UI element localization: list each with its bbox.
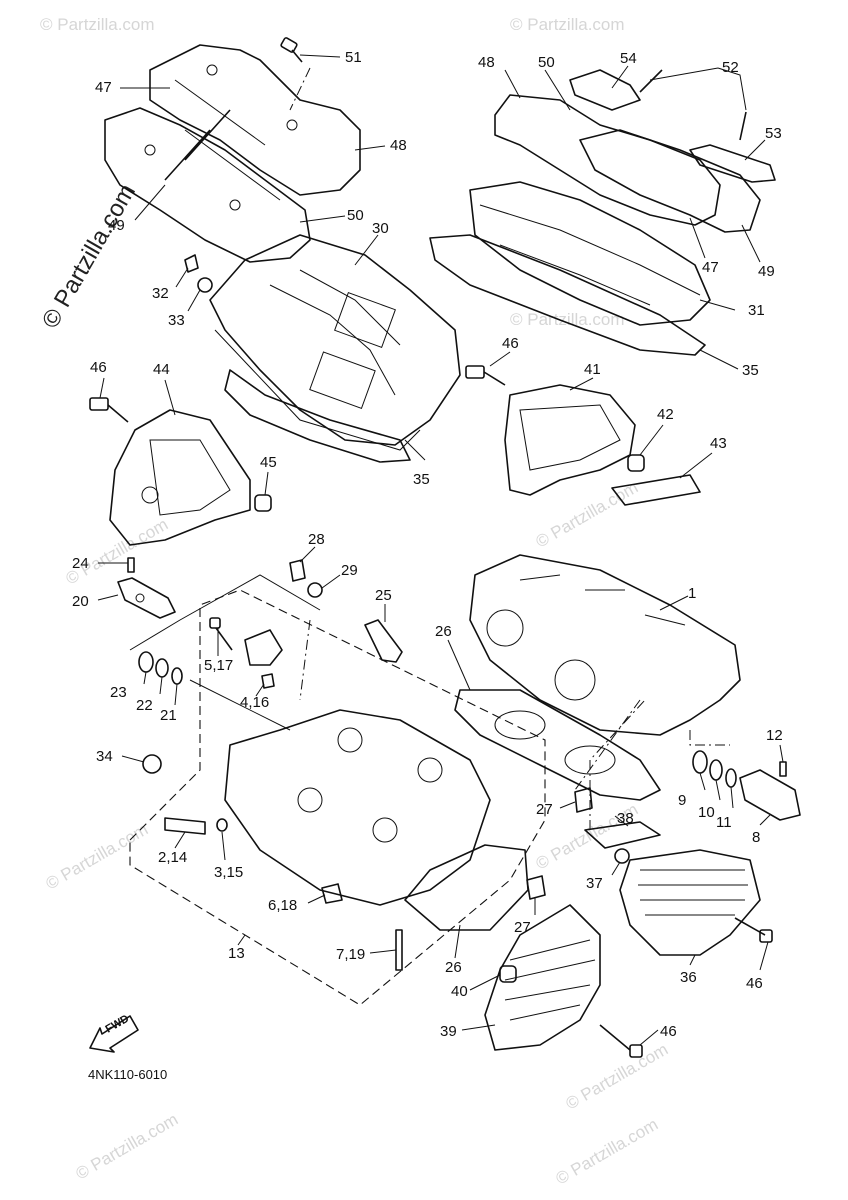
- part-orings-21-23: [138, 651, 183, 685]
- callout: 38: [617, 810, 634, 827]
- callout: 11: [716, 814, 732, 831]
- callout: 9: [678, 792, 686, 809]
- callout: 29: [341, 562, 358, 579]
- callout: 48: [478, 54, 495, 71]
- part-left-valve-cover-30: [209, 234, 461, 451]
- callout: 3,15: [214, 864, 243, 881]
- part-left-cylinder-head-13: [129, 589, 546, 1006]
- callout: 2,14: [158, 849, 187, 866]
- part-cylinder-head-1: [469, 554, 741, 736]
- watermarks: © Partzilla.com © Partzilla.com © Partzi…: [37, 15, 671, 1188]
- callout: 46: [90, 359, 107, 376]
- callout: 54: [620, 50, 637, 67]
- callout: 26: [445, 959, 462, 976]
- callout: 34: [96, 748, 113, 765]
- watermark: © Partzilla.com: [510, 15, 625, 34]
- part-fitting-32-33: [184, 254, 213, 293]
- callout: 22: [136, 697, 153, 714]
- callout: 41: [584, 361, 601, 378]
- part-right-covers: [494, 69, 776, 233]
- part-head-gasket-26: [454, 689, 661, 801]
- watermark: © Partzilla.com: [510, 310, 625, 329]
- callout: 10: [698, 804, 715, 821]
- callout: 6,18: [268, 897, 297, 914]
- callout: 53: [765, 125, 782, 142]
- callout: 8: [752, 829, 760, 846]
- callout: 46: [746, 975, 763, 992]
- part-cover-41: [465, 365, 701, 506]
- diagram-code: 4NK110-6010: [88, 1067, 167, 1082]
- callout: 47: [95, 79, 112, 96]
- callout: 26: [435, 623, 452, 640]
- callout: 46: [660, 1023, 677, 1040]
- callout: 52: [722, 59, 739, 76]
- callout: 31: [748, 302, 765, 319]
- part-bolt-51: [280, 37, 303, 63]
- part-right-valve-cover-31: [429, 181, 711, 356]
- part-bolt-5-17: [209, 617, 283, 689]
- callout: 1: [688, 585, 696, 602]
- part-cover-44: [89, 397, 272, 546]
- part-cylinder-39: [484, 904, 643, 1058]
- callout: 40: [451, 983, 468, 1000]
- callout: 50: [538, 54, 555, 71]
- callout: 28: [308, 531, 325, 548]
- callout: 25: [375, 587, 392, 604]
- callout: 45: [260, 454, 277, 471]
- callout: 42: [657, 406, 674, 423]
- callout: 44: [153, 361, 170, 378]
- watermark: © Partzilla.com: [563, 1040, 672, 1114]
- fwd-arrow-icon: FWD: [89, 1013, 139, 1053]
- callout: 50: [347, 207, 364, 224]
- part-spark-plug-25: [364, 619, 403, 663]
- callout: 35: [742, 362, 759, 379]
- callout: 36: [680, 969, 697, 986]
- callout: 27: [514, 919, 531, 936]
- callout: 48: [390, 137, 407, 154]
- callout: 47: [702, 259, 719, 276]
- callout: 30: [372, 220, 389, 237]
- callout: 13: [228, 945, 245, 962]
- part-left-covers: [104, 44, 361, 263]
- callout: 35: [413, 471, 430, 488]
- parts-artwork: FWD: [89, 37, 801, 1058]
- callout: 33: [168, 312, 185, 329]
- watermark: © Partzilla.com: [63, 515, 172, 589]
- callout: 32: [152, 285, 169, 302]
- callout: 4,16: [240, 694, 269, 711]
- watermark: © Partzilla.com: [73, 1110, 182, 1184]
- part-left-gasket-35: [224, 369, 411, 463]
- watermark-large: © Partzilla.com: [37, 179, 141, 333]
- callout: 24: [72, 555, 89, 572]
- watermark: © Partzilla.com: [40, 15, 155, 34]
- part-dowels-27: [526, 787, 593, 900]
- callout: 51: [345, 49, 362, 66]
- watermark: © Partzilla.com: [43, 820, 152, 894]
- callout: 49: [758, 263, 775, 280]
- part-tensioner-20: [117, 557, 176, 619]
- callout: 27: [536, 801, 553, 818]
- callout: 21: [160, 707, 177, 724]
- callout-labels: 51 47 48 49 50 30 32 33 48 50 54 52 53 4…: [72, 49, 783, 1040]
- part-cylinder-36: [584, 821, 773, 956]
- part-fitting-28-29: [289, 559, 323, 598]
- watermark: © Partzilla.com: [553, 1115, 662, 1189]
- callout: 23: [110, 684, 127, 701]
- callout: 20: [72, 593, 89, 610]
- callout: 39: [440, 1023, 457, 1040]
- callout: 43: [710, 435, 727, 452]
- fwd-label: FWD: [104, 1013, 132, 1036]
- callout: 49: [108, 217, 125, 234]
- callout: 12: [766, 727, 783, 744]
- callout: 37: [586, 875, 603, 892]
- callout: 5,17: [204, 657, 233, 674]
- leader-lines: [97, 54, 784, 1046]
- watermark: © Partzilla.com: [533, 478, 642, 552]
- callout: 7,19: [336, 946, 365, 963]
- callout: 46: [502, 335, 519, 352]
